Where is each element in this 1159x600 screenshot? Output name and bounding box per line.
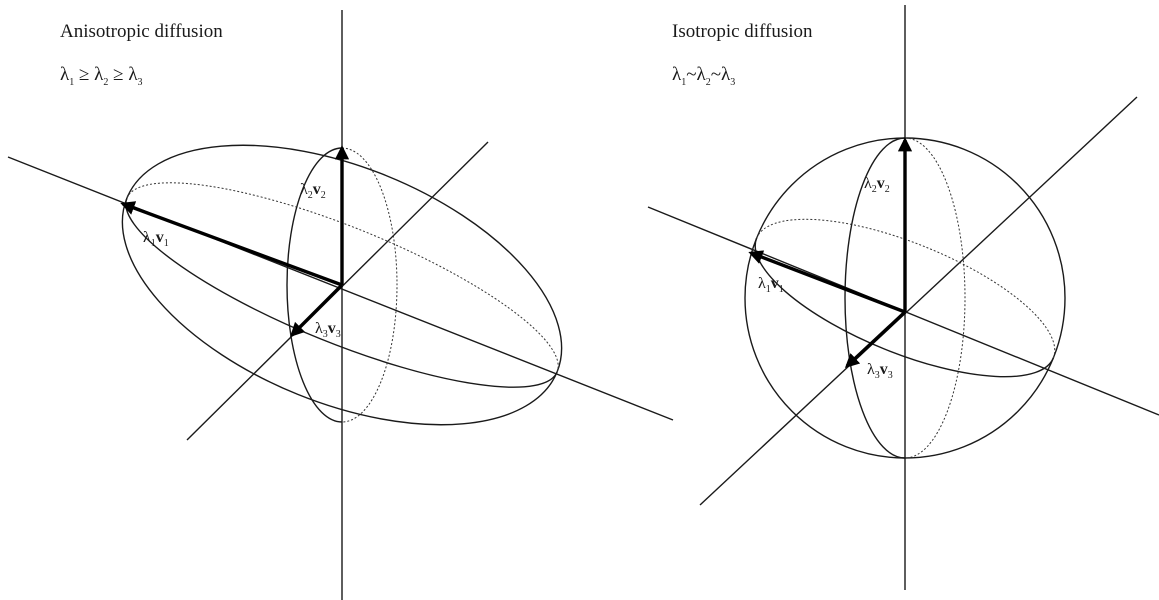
eigenvector-3-label: λ3v3 [867, 361, 893, 381]
equator-back [126, 182, 559, 373]
principal-axis-3 [699, 96, 1138, 506]
eigenvector-3-label: λ3v3 [315, 320, 341, 340]
eigenvector-1-label: λ1v1 [758, 275, 784, 295]
meridian-back [341, 147, 398, 423]
meridian-front [844, 137, 906, 459]
meridian-front [286, 147, 343, 423]
anisotropic-title: Anisotropic diffusion [60, 21, 223, 42]
anisotropic-panel: Anisotropic diffusion λ1 ≥ λ2 ≥ λ3 λ2v2 … [7, 10, 674, 600]
ellipsoid [121, 144, 563, 426]
sphere-equator [754, 218, 1056, 378]
equator-front [125, 197, 558, 388]
isotropic-title: Isotropic diffusion [672, 21, 813, 42]
eigenvector-3-arrow [844, 310, 907, 368]
eigenvector-1-arrow [748, 250, 906, 314]
eigenvector-2-label: λ2v2 [300, 181, 326, 201]
equator-back [756, 218, 1056, 359]
isotropic-relation: λ1~λ2~λ3 [672, 64, 735, 88]
isotropic-panel: Isotropic diffusion λ1~λ2~λ3 λ2v2 λ1v1 λ… [647, 5, 1159, 590]
anisotropic-relation: λ1 ≥ λ2 ≥ λ3 [60, 64, 143, 88]
eigenvector-1-label: λ1v1 [143, 229, 169, 249]
eigenvector-2-label: λ2v2 [864, 175, 890, 195]
equator-front [754, 237, 1054, 378]
eigenvector-3-arrow [289, 283, 344, 338]
eigenvector-1-arrow [120, 201, 343, 287]
meridian-back [904, 137, 966, 459]
